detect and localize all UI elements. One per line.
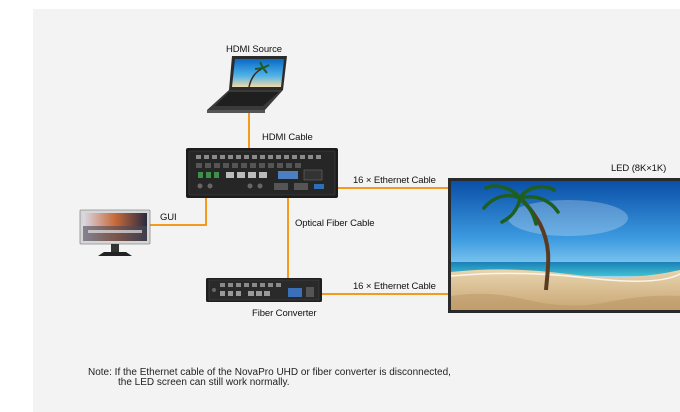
gui-label: GUI [160,212,177,223]
note-text: Note: If the Ethernet cable of the NovaP… [88,368,451,388]
novapro-uhd-controller-icon [186,148,338,198]
led-screen-label: LED (8K×1K) [611,163,667,174]
gui-cable-vertical [205,196,207,226]
hdmi-cable-line [248,108,250,152]
ethernet-cable-bottom-line [322,293,450,295]
laptop-icon [207,56,287,113]
optical-fiber-cable-label: Optical Fiber Cable [295,218,375,229]
note-line-2: the LED screen can still work normally. [118,377,290,388]
hdmi-cable-label: HDMI Cable [262,132,313,143]
gui-cable-horizontal [150,224,206,226]
hdmi-source-label: HDMI Source [226,44,282,55]
led-screen-icon [448,178,680,313]
ethernet-cable-top-label: 16 × Ethernet Cable [353,175,436,186]
optical-fiber-cable-line [287,195,289,278]
fiber-converter-label: Fiber Converter [252,308,317,319]
ethernet-cable-bottom-label: 16 × Ethernet Cable [353,281,436,292]
fiber-converter-icon [206,278,322,302]
ethernet-cable-top-line [290,187,450,189]
note-line-1: Note: If the Ethernet cable of the NovaP… [88,367,451,378]
monitor-icon [79,209,151,256]
